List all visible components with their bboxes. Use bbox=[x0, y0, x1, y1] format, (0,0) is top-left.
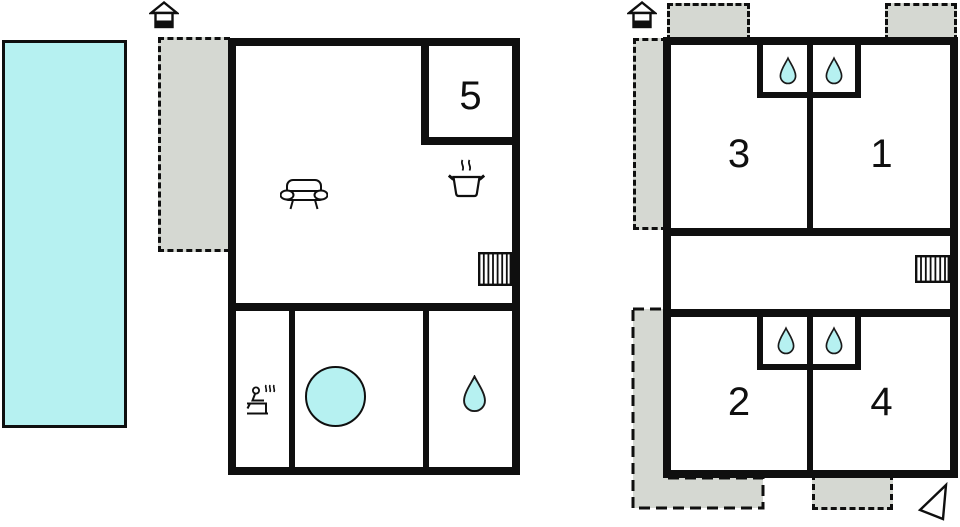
terrace-main-left bbox=[158, 37, 230, 252]
room-label-1: 1 bbox=[870, 132, 893, 176]
north-arrow-icon bbox=[917, 481, 948, 521]
wall bbox=[421, 46, 429, 145]
terrace-bottom-middle bbox=[812, 474, 893, 510]
wall bbox=[671, 228, 950, 236]
cooking-pot-icon bbox=[448, 159, 485, 198]
water-drop-icon bbox=[825, 326, 843, 355]
water-drop-icon bbox=[779, 56, 797, 85]
wall bbox=[421, 137, 512, 145]
wall bbox=[807, 370, 813, 470]
water-drop-icon bbox=[777, 326, 795, 355]
wall bbox=[236, 303, 512, 311]
terrace-side-left bbox=[633, 38, 667, 230]
wall bbox=[289, 311, 295, 467]
bathroom-box bbox=[757, 317, 861, 370]
room-label-5: 5 bbox=[459, 74, 482, 118]
wall bbox=[671, 309, 950, 317]
terrace-top-right bbox=[885, 3, 957, 41]
terrace-top-left bbox=[667, 3, 750, 41]
entrance-icon bbox=[627, 1, 657, 29]
room-label-2: 2 bbox=[727, 380, 751, 424]
wall bbox=[807, 98, 813, 228]
water-drop-icon bbox=[825, 56, 843, 85]
swimming-pool bbox=[2, 40, 127, 428]
wall bbox=[807, 45, 813, 92]
terrace-bottom-left-l-shape bbox=[631, 307, 765, 510]
sofa-icon bbox=[280, 179, 328, 210]
room-label-3: 3 bbox=[727, 132, 751, 176]
bathroom-box bbox=[757, 45, 861, 98]
radiator-icon bbox=[478, 252, 512, 286]
room-label-4: 4 bbox=[870, 380, 893, 424]
sauna-icon bbox=[246, 384, 276, 415]
main-building: 5 bbox=[228, 38, 520, 475]
water-drop-icon bbox=[463, 375, 486, 412]
radiator-icon bbox=[915, 255, 950, 283]
hot-tub bbox=[305, 366, 366, 427]
wall bbox=[423, 311, 429, 467]
wall bbox=[807, 317, 813, 364]
bedroom-building: 3 1 2 4 bbox=[663, 37, 958, 478]
entrance-icon bbox=[149, 1, 179, 29]
